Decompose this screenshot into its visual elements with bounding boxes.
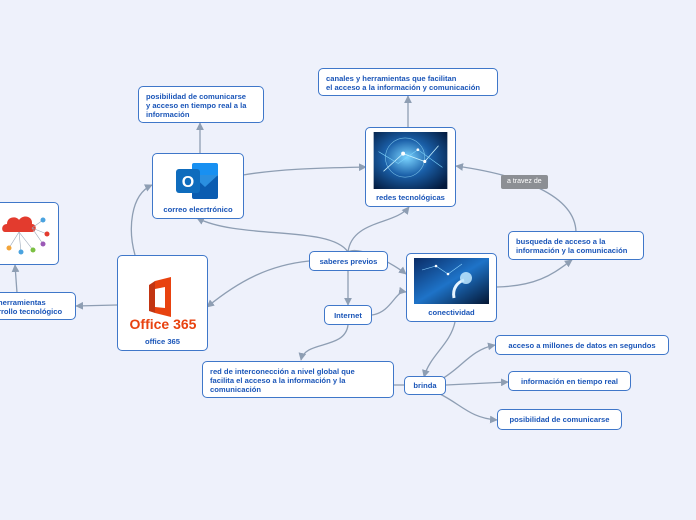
posibilidad-comunicarse-label: posibilidad de comunicarse bbox=[509, 415, 610, 424]
brinda-label: brinda bbox=[413, 381, 437, 390]
connectivity-image bbox=[414, 258, 489, 304]
acceso-millones-node[interactable]: acceso a millones de datos en segundos bbox=[495, 335, 669, 355]
internet-node[interactable]: Internet bbox=[324, 305, 372, 325]
office-365-logo: Office 365 bbox=[129, 277, 196, 332]
edge-office-correo bbox=[130, 184, 153, 256]
posibilidad-tiempo-real-node[interactable]: posibilidad de comunicarse y acceso en t… bbox=[138, 86, 264, 123]
edge-internet-red bbox=[298, 324, 349, 361]
cloud-diagram-node[interactable] bbox=[0, 202, 59, 265]
edge-herramientas-cloud bbox=[11, 264, 20, 294]
saberes-label: saberes previos bbox=[319, 256, 378, 266]
cloud-network-image bbox=[2, 216, 50, 255]
info-tiempo-real-node[interactable]: información en tiempo real bbox=[508, 371, 631, 391]
edge-brinda-posibilidad bbox=[439, 393, 498, 424]
conectividad-label: conectividad bbox=[428, 308, 475, 317]
outlook-icon: O bbox=[176, 163, 218, 199]
redes-tecnologicas-node[interactable]: redes tecnológicas bbox=[365, 127, 456, 207]
acceso-millones-label: acceso a millones de datos en segundos bbox=[508, 340, 656, 350]
internet-label: Internet bbox=[334, 310, 362, 320]
edge-conectividad-brinda bbox=[422, 321, 456, 378]
office-logo-text: Office 365 bbox=[129, 316, 196, 332]
edge-office-herramientas bbox=[75, 301, 118, 310]
posibilidad-comunicarse-node[interactable]: posibilidad de comunicarse bbox=[497, 409, 622, 430]
canales-herramientas-node[interactable]: canales y herramientas que facilitan el … bbox=[318, 68, 498, 96]
conectividad-node[interactable]: conectividad bbox=[406, 253, 497, 322]
a-traves-de-label: a travez de bbox=[501, 175, 548, 189]
correo-electronico-node[interactable]: O correo elecrtrónico bbox=[152, 153, 244, 219]
office-365-node[interactable]: Office 365 office 365 bbox=[117, 255, 208, 351]
edge-correo-redes bbox=[242, 163, 367, 176]
redes-label: redes tecnológicas bbox=[376, 193, 445, 202]
edge-saberes-office bbox=[206, 260, 310, 308]
edge-brinda-acceso bbox=[439, 342, 496, 381]
info-tiempo-real-label: información en tiempo real bbox=[520, 376, 619, 386]
edge-internet-conectividad bbox=[371, 286, 407, 316]
edge-brinda-info bbox=[445, 378, 509, 387]
red-interconexion-node[interactable]: red de interconección a nivel global que… bbox=[202, 361, 394, 398]
herramientas-node[interactable]: herramientas rrollo tecnológico bbox=[0, 292, 76, 320]
correo-label: correo elecrtrónico bbox=[163, 205, 233, 214]
brinda-node[interactable]: brinda bbox=[404, 376, 446, 395]
edge-saberes-correo bbox=[196, 217, 349, 253]
network-globe-image bbox=[373, 132, 448, 189]
saberes-previos-node[interactable]: saberes previos bbox=[309, 251, 388, 271]
outlook-letter: O bbox=[182, 174, 194, 191]
office-365-label: office 365 bbox=[144, 337, 181, 346]
edge-saberes-redes bbox=[347, 206, 410, 253]
busqueda-acceso-node[interactable]: busqueda de acceso a la información y la… bbox=[508, 231, 644, 260]
edge-conectividad-busqueda bbox=[496, 259, 573, 288]
